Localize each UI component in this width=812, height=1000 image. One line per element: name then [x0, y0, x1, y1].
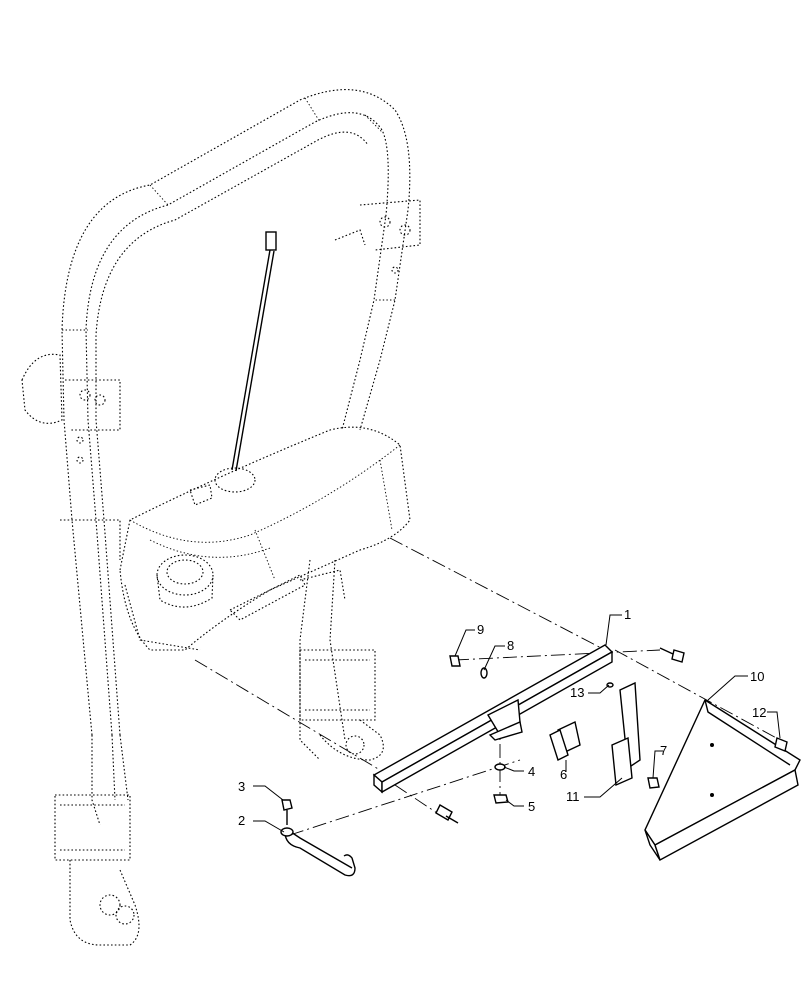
callout-8: 8 [507, 638, 514, 653]
callout-12: 12 [752, 705, 766, 720]
leader-lines [253, 614, 781, 833]
callout-6: 6 [560, 767, 567, 782]
part-6-clip [549, 720, 581, 761]
part-10-smv-emblem [644, 698, 801, 862]
antenna-rod [231, 231, 277, 472]
callout-1: 1 [624, 607, 631, 622]
part-11-bracket [611, 681, 641, 787]
callout-2: 2 [238, 813, 245, 828]
callout-4: 4 [528, 764, 535, 779]
callout-10: 10 [750, 669, 764, 684]
part-1-angle-bar [372, 644, 614, 794]
callout-3: 3 [238, 779, 245, 794]
fasteners [281, 647, 788, 825]
part-2-hairpin [280, 827, 356, 877]
callout-5: 5 [528, 799, 535, 814]
rops-frame [21, 89, 421, 946]
alignment-lines [194, 537, 781, 836]
callout-13: 13 [570, 685, 584, 700]
fuel-tank [119, 426, 411, 651]
callout-9: 9 [477, 622, 484, 637]
callout-11: 11 [566, 789, 580, 804]
callout-labels: 1 2 3 4 5 6 7 8 9 10 11 12 13 [238, 607, 766, 828]
callout-7: 7 [660, 743, 667, 758]
